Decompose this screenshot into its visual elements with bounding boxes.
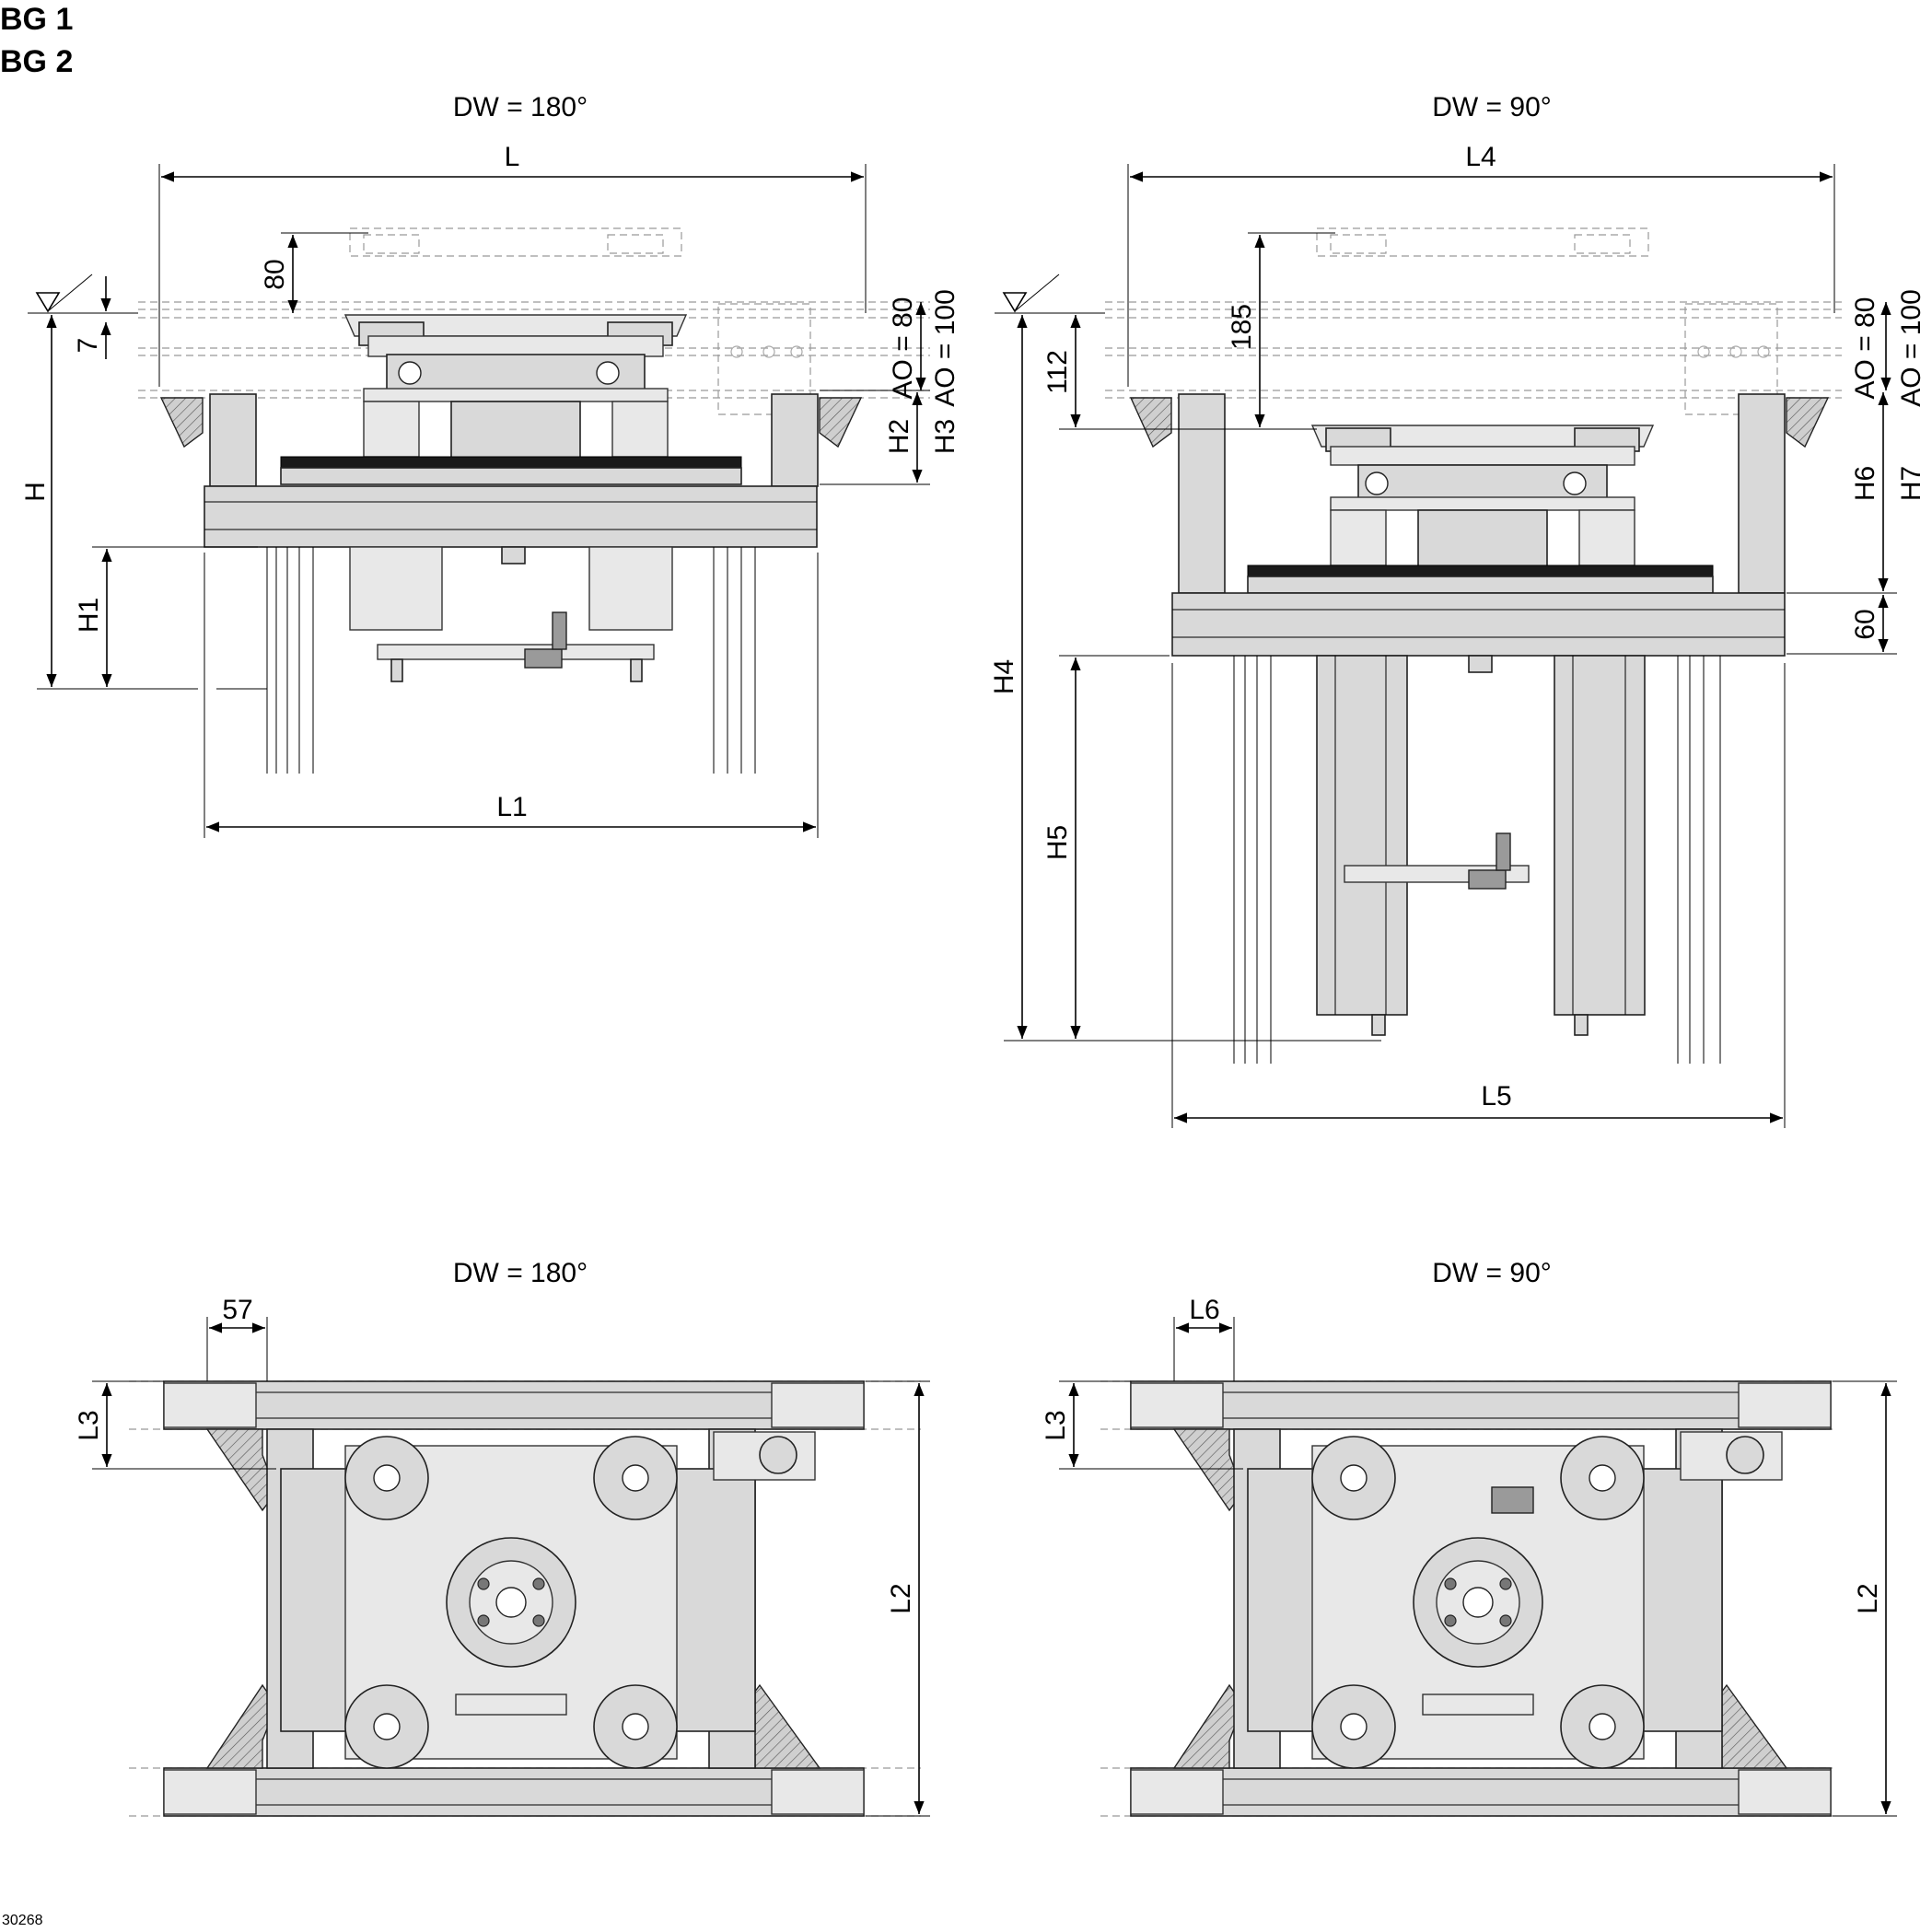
dim-L4: L4 bbox=[1465, 142, 1496, 172]
view-title-bottom-right: DW = 90° bbox=[1432, 1258, 1552, 1288]
dim-L5: L5 bbox=[1481, 1081, 1511, 1111]
dimensions-top-left: L L1 80 7 H H1 H2 AO = 80 AO = 100 H3 bbox=[20, 142, 960, 838]
dim-AO100-right: AO = 100 bbox=[1896, 289, 1926, 407]
dim-AO100-left: AO = 100 bbox=[930, 289, 960, 407]
dim-H4: H4 bbox=[989, 659, 1019, 694]
front-view-dw180 bbox=[138, 227, 930, 774]
plan-view-dw90 bbox=[1100, 1380, 1833, 1817]
plan-view-dw180 bbox=[129, 1380, 921, 1817]
dim-L2-right: L2 bbox=[1853, 1583, 1883, 1613]
view-title-bottom-left: DW = 180° bbox=[453, 1258, 588, 1288]
view-title-top-left: DW = 180° bbox=[453, 92, 588, 122]
dim-112: 112 bbox=[1042, 350, 1073, 394]
figure-number: 30268 bbox=[2, 1913, 43, 1928]
dim-H: H bbox=[20, 482, 51, 502]
dim-H1: H1 bbox=[74, 598, 104, 633]
dimensions-bottom-right: L6 L3 L2 bbox=[1041, 1295, 1897, 1817]
dim-L6: L6 bbox=[1189, 1295, 1219, 1325]
dim-L3-right: L3 bbox=[1041, 1410, 1071, 1440]
dim-AO80-left: AO = 80 bbox=[888, 297, 918, 400]
dimensions-top-right: L4 L5 185 112 H4 H5 H6 H7 60 AO = 80 AO … bbox=[989, 142, 1926, 1128]
dim-H3: H3 bbox=[930, 419, 960, 454]
dim-60: 60 bbox=[1850, 609, 1880, 639]
dim-H5: H5 bbox=[1042, 825, 1073, 860]
dim-L: L bbox=[505, 142, 520, 172]
dim-H7: H7 bbox=[1896, 466, 1926, 501]
dim-L1: L1 bbox=[496, 792, 527, 822]
header-line1: BG 1 bbox=[0, 2, 73, 37]
view-title-top-right: DW = 90° bbox=[1432, 92, 1552, 122]
dim-L2-left: L2 bbox=[886, 1583, 916, 1613]
dim-H2: H2 bbox=[884, 419, 914, 454]
dim-7: 7 bbox=[73, 338, 103, 354]
dim-L3-left: L3 bbox=[74, 1410, 104, 1440]
dimensions-bottom-left: 57 L3 L2 bbox=[74, 1295, 930, 1817]
dim-57: 57 bbox=[222, 1295, 252, 1325]
front-view-dw90 bbox=[1105, 227, 1842, 1064]
dim-AO80-right: AO = 80 bbox=[1850, 297, 1880, 400]
header-line2: BG 2 bbox=[0, 44, 73, 79]
dim-H6: H6 bbox=[1850, 466, 1880, 501]
dim-80: 80 bbox=[260, 259, 290, 289]
dim-185: 185 bbox=[1227, 304, 1257, 350]
